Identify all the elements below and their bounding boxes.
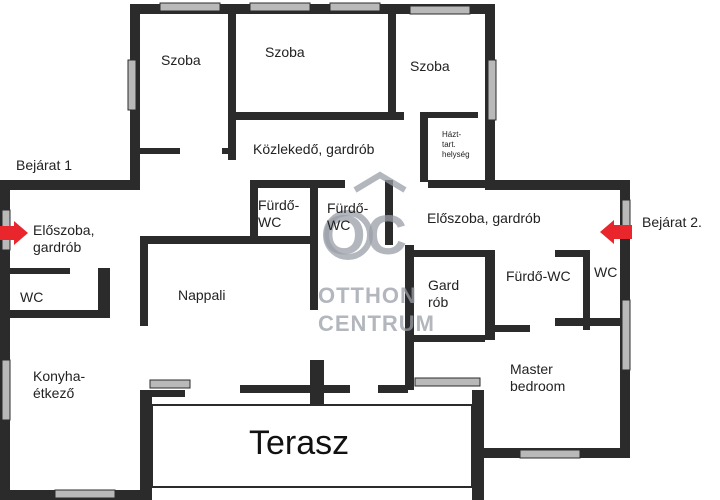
room-label-hall-left: Előszoba, gardrób (33, 222, 95, 255)
room-label-hallway: Közlekedő, gardrób (253, 141, 375, 157)
watermark-line-1: OTTHON (318, 283, 417, 308)
room-label-szoba-3: Szoba (410, 58, 450, 74)
interior-walls (10, 10, 620, 405)
watermark-line-2: CENTRUM (318, 311, 435, 336)
watermark-logo-letters: OC (322, 203, 408, 266)
entrance-2-label: Bejárat 2. (642, 214, 702, 230)
room-label-storage: Házt- tart. helység (442, 130, 470, 159)
room-label-bath-2: Fürdő- WC (327, 200, 369, 233)
room-label-hall-right: Előszoba, gardrób (427, 210, 541, 226)
room-label-gard: Gard rób (428, 277, 460, 310)
room-label-master: Master bedroom (510, 361, 566, 394)
room-label-living: Nappali (178, 287, 226, 303)
room-label-kitchen: Konyha- étkező (33, 368, 86, 401)
entrance-1-label: Bejárat 1 (16, 157, 73, 173)
room-label-wc-right: WC (594, 264, 618, 280)
watermark-logo (323, 171, 407, 260)
room-label-bath-1: Fürdő- WC (258, 197, 300, 230)
room-label-szoba-1: Szoba (161, 52, 201, 68)
room-label-szoba-2: Szoba (265, 44, 305, 60)
entrance-arrows (0, 220, 632, 245)
entrance-1-arrow (0, 221, 28, 245)
entrance-2-arrow (600, 220, 632, 244)
room-label-terrace: Terasz (249, 424, 350, 462)
room-label-wc-left: WC (20, 289, 44, 305)
room-label-bath-master: Fürdő-WC (506, 268, 571, 284)
terrace-outline (151, 404, 473, 488)
